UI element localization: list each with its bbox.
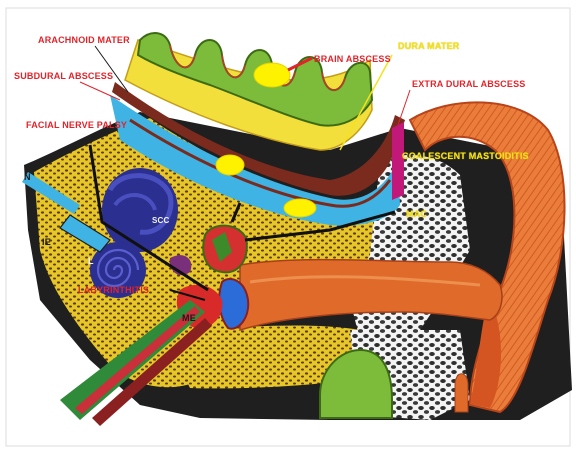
label-coalescent-mastoiditis: COALESCENT MASTOIDITIS [402,152,529,161]
label-dura-mater: DURA MATER [398,42,460,51]
extradural-abscess-spot [284,199,316,217]
tympanic-membrane [219,279,248,329]
subdural-abscess-spot [216,155,244,175]
label-arachnoid-mater: ARACHNOID MATER [38,36,130,45]
label-l: L [88,257,94,266]
semicircular-canals [102,168,178,252]
label-mac: MAC [406,210,427,219]
brain-abscess-spot [254,63,290,87]
label-ie: IE [42,238,51,247]
extradural-marker [392,122,404,200]
label-scc: SCC [152,217,170,225]
label-extra-dural-abscess: EXTRA DURAL ABSCESS [412,80,525,89]
label-labyrinthitis: LABYRINTHITIS [78,286,149,295]
label-me: ME [182,314,196,323]
label-brain-abscess: BRAIN ABSCESS [314,55,391,64]
label-facial-nerve-palsy: FACIAL NERVE PALSY [26,121,127,130]
label-n: N [24,173,31,182]
styloid [455,374,468,412]
label-subdural-abscess: SUBDURAL ABSCESS [14,72,113,81]
